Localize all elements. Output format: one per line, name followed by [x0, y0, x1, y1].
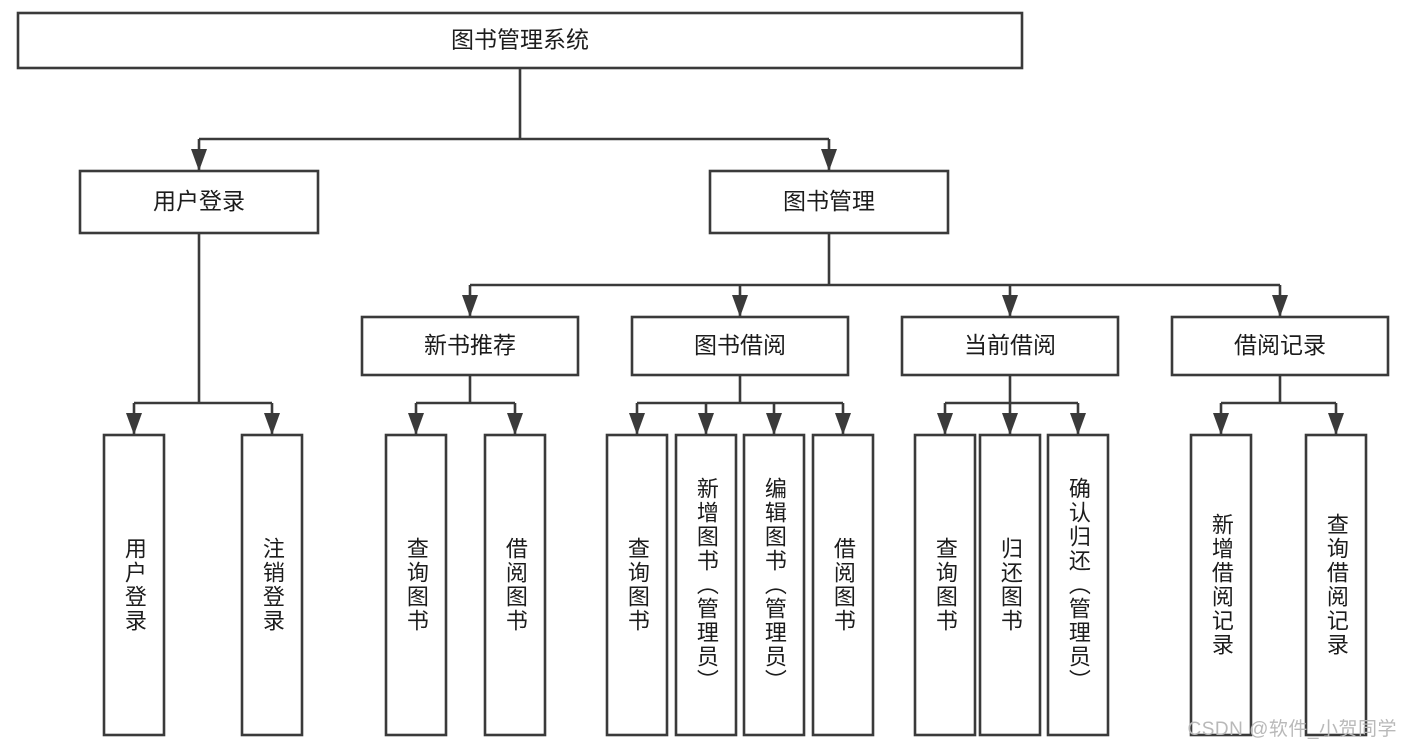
node-box[interactable] — [674, 433, 738, 737]
edges-layer — [126, 68, 1344, 435]
node-leaf-current-query[interactable] — [913, 433, 977, 737]
node-box[interactable] — [811, 433, 875, 737]
arrow-head-icon — [835, 413, 851, 435]
node-box[interactable] — [483, 433, 547, 737]
node-box[interactable] — [630, 315, 850, 377]
node-leaf-borrow-lend[interactable] — [811, 433, 875, 737]
arrow-head-icon — [191, 149, 207, 171]
node-leaf-borrow-edit[interactable] — [742, 433, 806, 737]
node-label: 当前借阅 — [964, 332, 1056, 358]
node-box[interactable] — [1189, 433, 1253, 737]
node-box[interactable] — [384, 433, 448, 737]
node-records[interactable]: 借阅记录 — [1170, 315, 1390, 377]
node-leaf-newbook-query[interactable] — [384, 433, 448, 737]
node-label: 新书推荐 — [424, 332, 516, 358]
arrow-head-icon — [1002, 295, 1018, 317]
edge-group — [191, 68, 837, 171]
arrow-head-icon — [126, 413, 142, 435]
node-box[interactable] — [360, 315, 580, 377]
arrow-head-icon — [264, 413, 280, 435]
node-label: 用户登录 — [153, 188, 245, 214]
node-label: 图书管理系统 — [451, 27, 589, 53]
node-leaf-current-confirm[interactable] — [1046, 433, 1110, 737]
node-box[interactable] — [240, 433, 304, 737]
arrow-head-icon — [732, 295, 748, 317]
edge-group — [1213, 375, 1344, 435]
node-leaf-newbook-borrow[interactable] — [483, 433, 547, 737]
node-box[interactable] — [1170, 315, 1390, 377]
edge-group — [937, 375, 1086, 435]
node-leaf-user-login[interactable] — [102, 433, 166, 737]
edge-group — [462, 233, 1288, 317]
arrow-head-icon — [629, 413, 645, 435]
node-box[interactable] — [102, 433, 166, 737]
node-box[interactable] — [708, 169, 950, 235]
arrow-head-icon — [1070, 413, 1086, 435]
node-label: 借阅记录 — [1234, 332, 1326, 358]
node-login[interactable]: 用户登录 — [78, 169, 320, 235]
node-current[interactable]: 当前借阅 — [900, 315, 1120, 377]
node-root[interactable]: 图书管理系统 — [16, 11, 1024, 70]
node-box[interactable] — [605, 433, 669, 737]
arrow-head-icon — [698, 413, 714, 435]
node-box[interactable] — [978, 433, 1042, 737]
node-label: 图书借阅 — [694, 332, 786, 358]
node-box[interactable] — [1304, 433, 1368, 737]
arrow-head-icon — [408, 413, 424, 435]
arrow-head-icon — [937, 413, 953, 435]
node-leaf-borrow-add[interactable] — [674, 433, 738, 737]
arrow-head-icon — [1272, 295, 1288, 317]
node-leaf-borrow-query[interactable] — [605, 433, 669, 737]
arrow-head-icon — [462, 295, 478, 317]
edge-group — [629, 375, 851, 435]
node-leaf-current-return[interactable] — [978, 433, 1042, 737]
node-bookmgmt[interactable]: 图书管理 — [708, 169, 950, 235]
arrow-head-icon — [766, 413, 782, 435]
node-box[interactable] — [16, 11, 1024, 70]
node-box[interactable] — [1046, 433, 1110, 737]
arrow-head-icon — [1213, 413, 1229, 435]
edge-group — [408, 375, 523, 435]
node-box[interactable] — [913, 433, 977, 737]
node-newbook[interactable]: 新书推荐 — [360, 315, 580, 377]
node-box[interactable] — [742, 433, 806, 737]
node-box[interactable] — [900, 315, 1120, 377]
node-label: 图书管理 — [783, 188, 875, 214]
node-leaf-records-add[interactable] — [1189, 433, 1253, 737]
node-borrow[interactable]: 图书借阅 — [630, 315, 850, 377]
node-box[interactable] — [78, 169, 320, 235]
node-leaf-records-query[interactable] — [1304, 433, 1368, 737]
edge-group — [126, 233, 280, 435]
arrow-head-icon — [821, 149, 837, 171]
arrow-head-icon — [1002, 413, 1018, 435]
node-leaf-user-logout[interactable] — [240, 433, 304, 737]
watermark-text: CSDN @软件_小贺同学 — [1187, 719, 1397, 740]
arrow-head-icon — [1328, 413, 1344, 435]
arrow-head-icon — [507, 413, 523, 435]
